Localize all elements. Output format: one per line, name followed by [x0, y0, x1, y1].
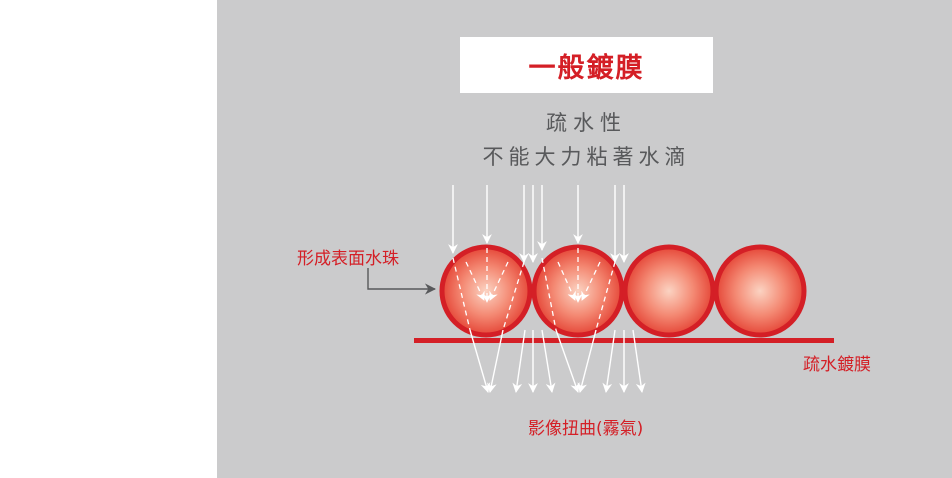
scattered-ray: [555, 329, 580, 393]
water-drop: [531, 244, 625, 338]
refracted-ray: [541, 257, 557, 331]
distortion-label: 影像扭曲(霧氣): [528, 419, 644, 439]
water-beads-pointer-arrow: [367, 268, 437, 295]
water-drops: [439, 244, 807, 338]
refracted-ray: [595, 261, 616, 331]
diagram-title: 一般鍍膜: [528, 52, 645, 84]
refracted-ray: [452, 257, 471, 331]
title-box: 一般鍍膜: [460, 37, 713, 93]
refracted-ray: [465, 261, 485, 301]
scattered-light-rays: [469, 329, 646, 393]
water-beads-label: 形成表面水珠: [297, 249, 399, 269]
subtitle-line-2: 不能大力粘著水滴: [482, 145, 691, 169]
film-label: 疏水鍍膜: [803, 355, 871, 375]
scattered-ray: [487, 329, 504, 393]
scattered-ray: [577, 329, 597, 393]
refracted-rays: [452, 248, 616, 331]
water-drop: [713, 244, 807, 338]
subtitle-line-1: 疏水性: [546, 111, 627, 135]
refracted-ray: [581, 261, 601, 301]
refracted-ray: [502, 261, 525, 331]
scattered-ray: [602, 329, 616, 393]
scattered-ray: [541, 329, 556, 393]
refracted-ray: [489, 261, 509, 301]
refracted-ray: [557, 261, 576, 301]
water-drop: [622, 244, 716, 338]
scattered-ray: [469, 329, 491, 393]
scattered-ray: [632, 329, 646, 393]
incoming-light-rays: [448, 185, 629, 263]
scattered-ray: [512, 329, 526, 393]
water-drop: [439, 244, 533, 338]
